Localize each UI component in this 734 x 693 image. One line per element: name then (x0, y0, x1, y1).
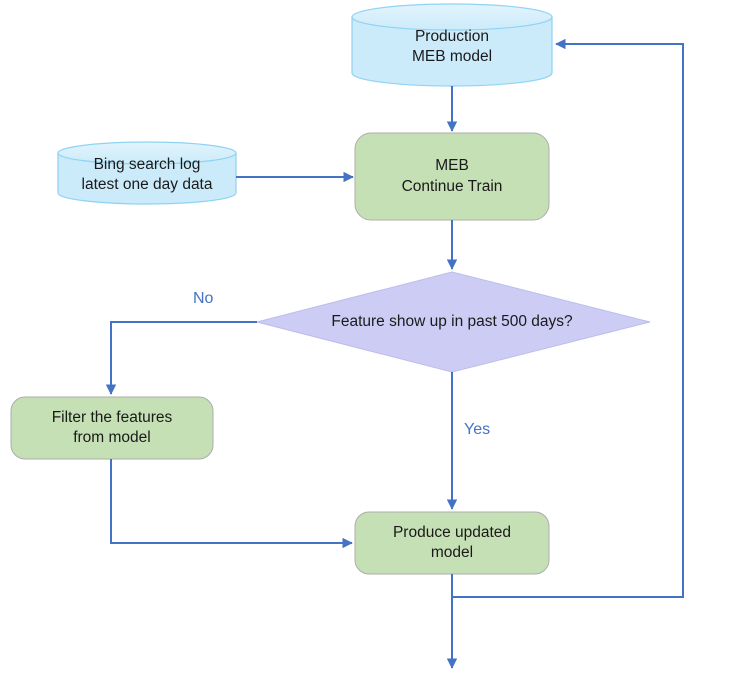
node-production-meb-model[interactable] (351, 3, 553, 87)
edge-label-no: No (193, 290, 214, 307)
connector-filter-to-produce (110, 459, 353, 549)
edge-label-yes: Yes (464, 421, 491, 438)
connector-feedback-to-production (452, 38, 684, 598)
node-produce-updated-model[interactable] (354, 511, 550, 575)
node-bing-search-log[interactable] (57, 141, 237, 205)
node-meb-continue-train[interactable] (354, 132, 550, 221)
node-filter-the-features[interactable] (10, 396, 214, 460)
node-feature-decision[interactable] (256, 271, 651, 373)
connector-decision-no-to-filter (105, 321, 257, 395)
